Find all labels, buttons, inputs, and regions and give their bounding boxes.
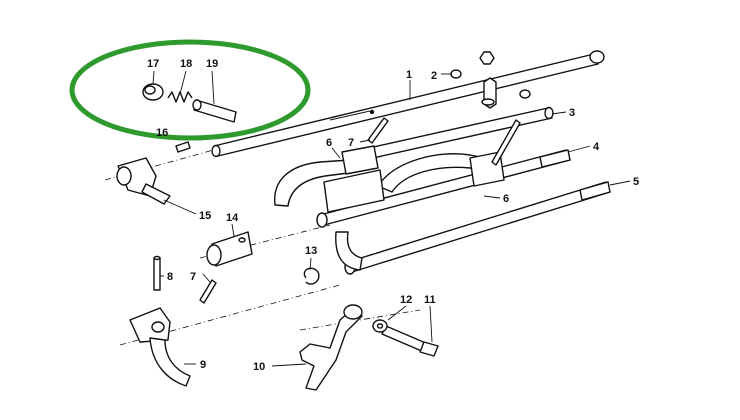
callout-7-upper: 7 <box>348 137 354 149</box>
callout-2: 2 <box>431 70 437 82</box>
callout-1: 1 <box>406 69 412 81</box>
callout-19: 19 <box>206 58 218 70</box>
selector-rod-1 <box>211 50 605 158</box>
washer-12 <box>372 319 388 333</box>
shift-finger-10 <box>299 304 363 391</box>
callout-6-lower: 6 <box>503 193 509 205</box>
bolt-11 <box>381 325 439 357</box>
detent-spring-18 <box>167 91 193 103</box>
coupling-15 <box>116 157 171 205</box>
callout-16: 16 <box>156 127 168 139</box>
callout-9: 9 <box>200 359 206 371</box>
detent-plunger-19 <box>192 99 237 123</box>
guide-block-14 <box>206 231 253 267</box>
callout-3: 3 <box>569 107 575 119</box>
pin-8 <box>153 255 161 291</box>
detent-ball-17 <box>142 83 164 101</box>
callout-7-lower: 7 <box>190 271 196 283</box>
callout-10: 10 <box>253 361 265 373</box>
highlight-ellipse <box>69 39 311 141</box>
callout-5: 5 <box>633 176 639 188</box>
selector-shaft-3 <box>359 106 554 161</box>
callout-11: 11 <box>424 294 436 306</box>
callout-14: 14 <box>226 212 239 224</box>
callout-4: 4 <box>593 141 600 153</box>
callout-13: 13 <box>305 245 317 257</box>
callout-15: 15 <box>199 210 211 222</box>
roll-pins-7 <box>199 117 521 304</box>
leader-lines <box>152 70 631 367</box>
callout-18: 18 <box>180 58 192 70</box>
selector-shaft-5 <box>344 181 611 275</box>
rod-end-parts-2 <box>450 51 531 109</box>
callout-17: 17 <box>147 58 159 70</box>
circlip-13 <box>303 267 320 285</box>
pin-16 <box>175 141 191 153</box>
callout-6-upper: 6 <box>326 137 332 149</box>
selector-lever-9 <box>129 307 191 387</box>
callout-12: 12 <box>400 294 412 306</box>
callout-8: 8 <box>167 271 173 283</box>
callout-labels: 1 2 3 4 5 6 6 7 7 8 9 10 11 12 13 14 15 … <box>147 58 639 373</box>
